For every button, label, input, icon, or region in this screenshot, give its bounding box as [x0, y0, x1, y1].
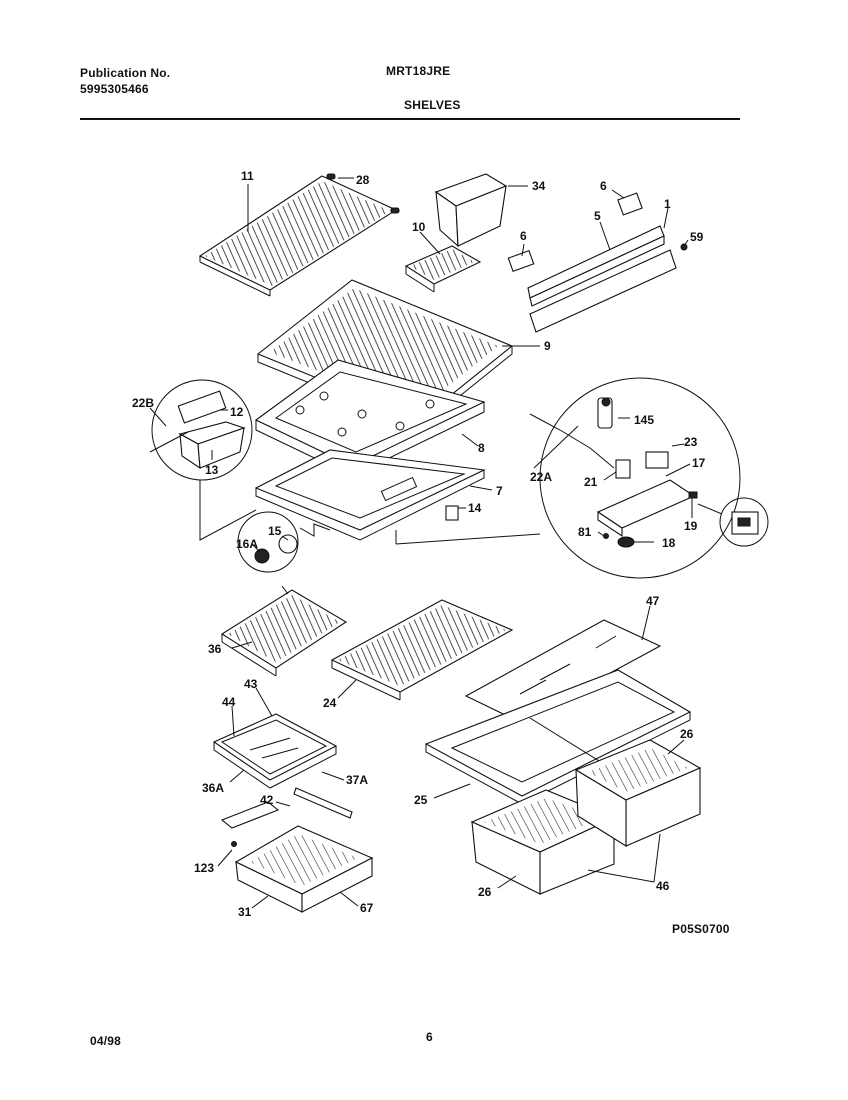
callout-18: 18	[662, 536, 676, 550]
leader-connectors	[199, 480, 723, 545]
callout-37a: 37A	[346, 773, 368, 787]
publication-label: Publication No.	[80, 66, 171, 80]
callout-22b: 22B	[132, 396, 154, 410]
wire-shelf-small	[220, 585, 348, 677]
header-rule	[80, 118, 740, 120]
callout-14: 14	[468, 501, 482, 515]
callout-16a: 16A	[236, 537, 258, 551]
trim-strip	[529, 249, 677, 333]
footer-date: 04/98	[90, 1034, 122, 1048]
shelf-clip-b	[390, 207, 400, 214]
callout-43: 43	[244, 677, 258, 691]
knob-detail-circle	[237, 511, 299, 573]
damper-part	[445, 505, 459, 521]
callout-42: 42	[260, 793, 274, 807]
callout-44: 44	[222, 695, 236, 709]
callout-28: 28	[356, 173, 370, 187]
callout-8: 8	[478, 441, 485, 455]
callout-leaders	[149, 177, 693, 909]
wire-shelf-large	[330, 599, 514, 701]
drawing-code: P05S0700	[672, 922, 730, 936]
callout-34: 34	[532, 179, 546, 193]
callout-23: 23	[684, 435, 698, 449]
model-number: MRT18JRE	[386, 64, 451, 78]
callout-6-lower: 6	[520, 229, 527, 243]
wire-shelf-top	[198, 175, 398, 297]
callout-9: 9	[544, 339, 551, 353]
utility-bin	[434, 173, 508, 248]
callout-12: 12	[230, 405, 244, 419]
callout-36a: 36A	[202, 781, 224, 795]
callout-31: 31	[238, 905, 252, 919]
switch-detail-circle	[719, 497, 769, 547]
callout-81: 81	[578, 525, 592, 539]
callout-7: 7	[496, 484, 503, 498]
callout-145: 145	[634, 413, 654, 427]
callout-47: 47	[646, 594, 660, 608]
callout-46: 46	[656, 879, 670, 893]
callout-13: 13	[205, 463, 219, 477]
callout-22a: 22A	[530, 470, 552, 484]
callout-67: 67	[360, 901, 374, 915]
page-number: 6	[426, 1030, 433, 1044]
crisper-small	[220, 801, 374, 913]
callout-19: 19	[684, 519, 698, 533]
callout-26-lower: 26	[478, 885, 492, 899]
callout-10: 10	[412, 220, 426, 234]
callout-26-upper: 26	[680, 727, 694, 741]
callout-17: 17	[692, 456, 706, 470]
callout-11: 11	[241, 169, 254, 183]
section-title: SHELVES	[404, 98, 461, 112]
crisper-drawer-right	[574, 739, 702, 847]
callout-21: 21	[584, 475, 598, 489]
screw	[680, 243, 688, 251]
rail	[527, 225, 665, 307]
callout-36: 36	[208, 642, 222, 656]
callout-5: 5	[594, 209, 601, 223]
lower-frame	[254, 449, 486, 541]
callout-6-upper: 6	[600, 179, 607, 193]
callout-59: 59	[690, 230, 704, 244]
shelf-clip-a	[326, 173, 336, 180]
callout-24: 24	[323, 696, 337, 710]
callout-1: 1	[664, 197, 671, 211]
bracket-left	[507, 249, 535, 273]
glass-shelf-small	[212, 713, 338, 789]
callout-25: 25	[414, 793, 428, 807]
light-assembly-detail-circle	[529, 377, 741, 579]
callout-123: 123	[194, 861, 214, 875]
shelf-trim-strip	[293, 787, 353, 819]
callout-15: 15	[268, 524, 282, 538]
control-detail-circle	[149, 379, 253, 481]
egg-tray	[404, 245, 482, 293]
bracket-right	[617, 192, 643, 216]
publication-number: 5995305466	[80, 82, 149, 96]
crisper-cover-glass	[464, 619, 662, 723]
callout-labels: 11 28 34 6 10 6 5 1 59 9 22B 12 13 8 145…	[132, 169, 706, 919]
